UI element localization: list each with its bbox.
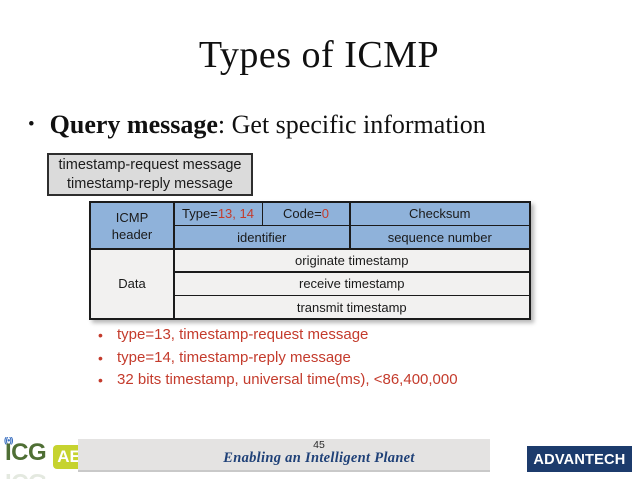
footer-tagline: Enabling an Intelligent Planet	[223, 450, 415, 466]
page-title: Types of ICMP	[198, 34, 440, 76]
query-bullet-rest: : Get specific information	[217, 110, 486, 139]
advantech-logo: ADVANTECH	[527, 446, 632, 472]
identifier-cell: identifier	[174, 226, 349, 249]
callout-line-2: timestamp-reply message	[67, 175, 233, 192]
icmp-header-table: ICMP header Type=13, 14 Code=0 Checksum …	[89, 201, 531, 320]
note-text: type=13, timestamp-request message	[117, 326, 369, 343]
note-bullet-icon: •	[98, 327, 103, 343]
transmit-timestamp-cell: transmit timestamp	[174, 296, 529, 318]
code-value: 0	[321, 206, 329, 222]
type-cell: Type=13, 14	[174, 203, 262, 225]
ae-badge: AE	[53, 445, 78, 469]
icg-logo-reflection: ICG	[5, 467, 46, 479]
code-label: Code=	[283, 206, 322, 222]
note-text: type=14, timestamp-reply message	[117, 348, 351, 366]
callout-line-1: timestamp-request message	[58, 156, 242, 173]
icmp-label-line2: header	[111, 226, 153, 242]
advantech-logo-area: ADVANTECH	[490, 437, 638, 479]
note-item: • type=14, timestamp-reply message	[98, 347, 458, 370]
icg-wordmark: ICG	[5, 439, 47, 466]
note-item: • type=13, timestamp-request message	[98, 324, 458, 347]
query-bullet-bold: Query message	[49, 110, 218, 139]
bullet-dot-icon: •	[28, 114, 35, 135]
type-label: Type=	[182, 206, 218, 222]
timestamp-callout-box: timestamp-request message timestamp-repl…	[47, 153, 253, 196]
code-cell: Code=0	[263, 203, 349, 225]
checksum-cell: Checksum	[350, 203, 529, 225]
note-bullet-icon: •	[98, 349, 103, 366]
originate-timestamp-cell: originate timestamp	[174, 249, 529, 272]
note-item: • 32 bits timestamp, universal time(ms),…	[98, 369, 458, 392]
icg-logo: ICG ((•)) ICG AE	[0, 430, 78, 479]
page-number: 45	[313, 439, 325, 451]
icmp-label-line1: ICMP	[115, 209, 149, 225]
data-label-cell: Data	[91, 249, 173, 318]
note-bullet-icon: •	[98, 372, 103, 388]
notes-list: • type=13, timestamp-request message • t…	[98, 324, 458, 392]
icmp-header-cell: ICMP header	[91, 203, 173, 249]
query-bullet-item: • Query message: Get specific information	[28, 110, 608, 140]
advantech-wordmark: ADVANTECH	[533, 450, 626, 468]
note-text: 32 bits timestamp, universal time(ms), <…	[117, 371, 458, 388]
sequence-number-cell: sequence number	[350, 226, 529, 249]
type-value: 13, 14	[217, 206, 254, 222]
receive-timestamp-cell: receive timestamp	[174, 272, 529, 295]
antenna-icon: ((•))	[4, 436, 14, 445]
